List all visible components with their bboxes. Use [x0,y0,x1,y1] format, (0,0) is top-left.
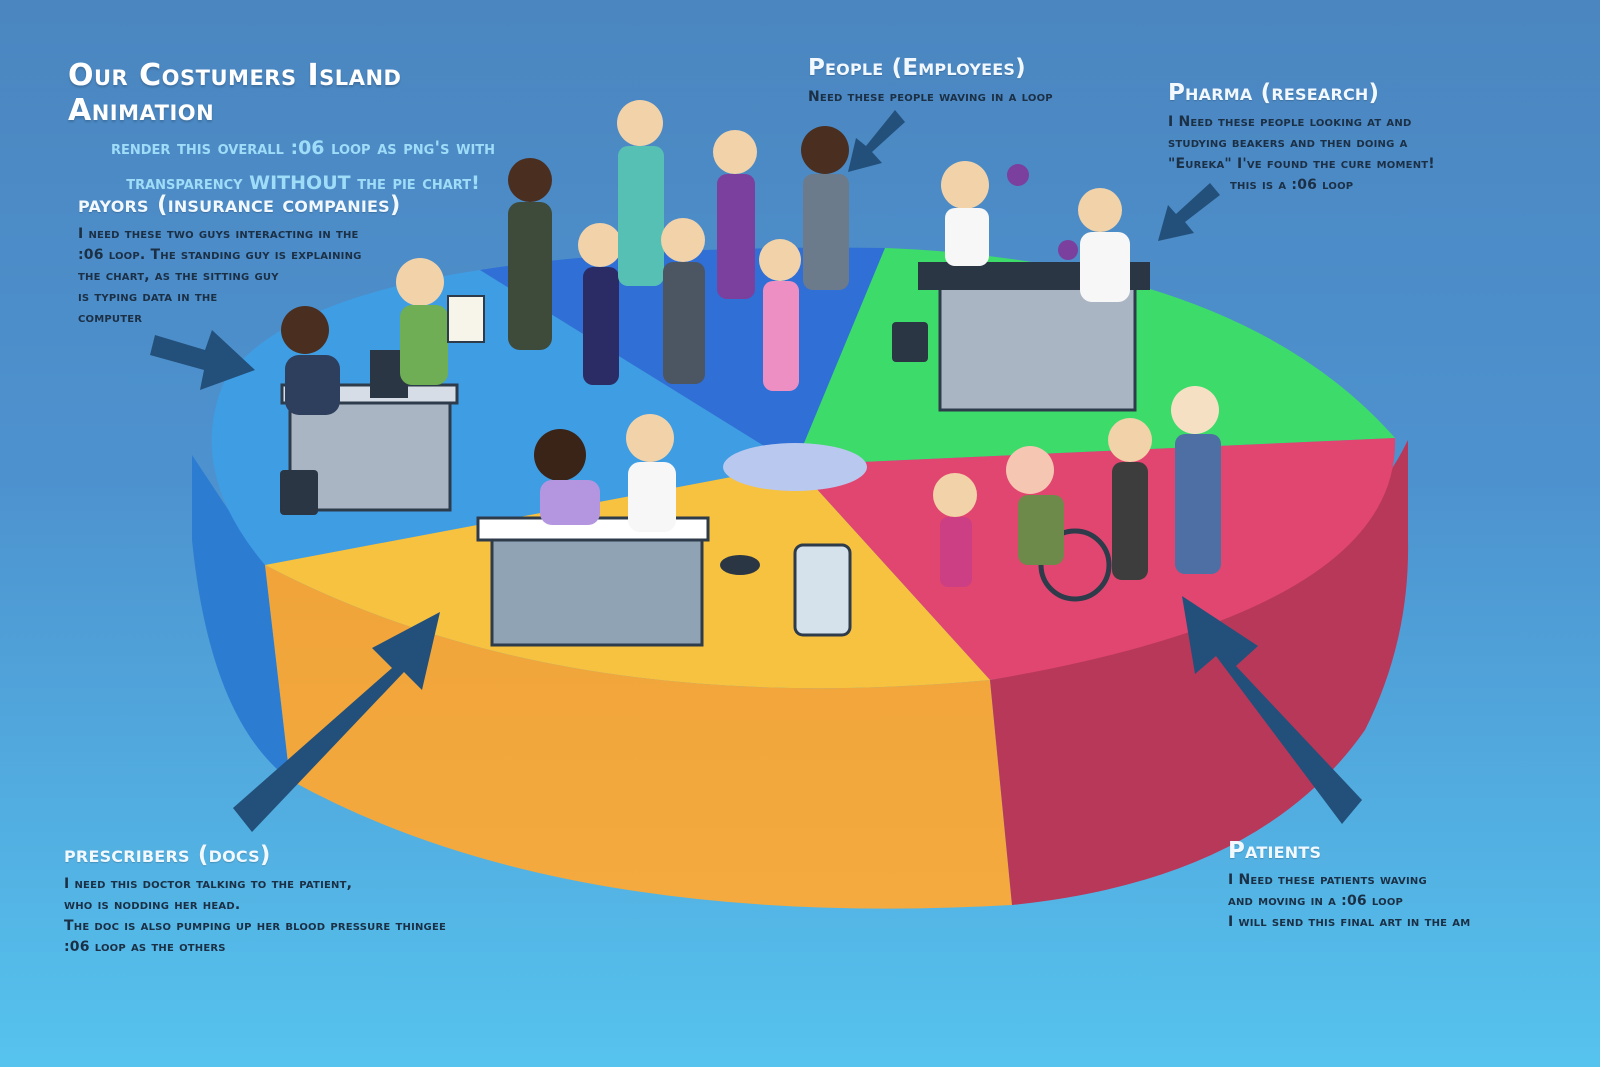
note-prescribers-line: The doc is also pumping up her blood pre… [64,918,447,934]
pie-side-yellow [265,565,1012,909]
note-payors-line: :06 loop. The standing guy is explaining [78,247,362,263]
arrow-people [848,110,905,172]
note-pharma-heading: Pharma (research) [1168,80,1380,106]
patient-teen-boy [1171,386,1221,574]
arrow-patients [1182,596,1362,824]
employee-man-vest [801,126,849,290]
pie-center-hole [723,443,867,491]
note-pharma-line: I Need these people looking at and [1168,114,1412,130]
prescribers-scene [476,414,852,647]
note-pharma: Pharma (research) I Need these people lo… [1168,80,1498,196]
payors-trash-can [280,470,318,515]
note-prescribers-line: I need this doctor talking to the patien… [64,876,353,892]
employee-man-green-suit [508,158,552,350]
employees-group [508,100,849,391]
note-prescribers-line: :06 loop as the others [64,939,226,955]
note-payors-line: I need these two guys interacting in the [78,226,359,242]
note-patients: Patients I Need these patients waving an… [1228,838,1528,933]
page-subtitle-line-2: transparency WITHOUT the pie chart! [126,172,480,194]
note-payors-line: computer [78,310,143,326]
header-block: Our Costumers Island Animation render th… [68,58,538,198]
note-pharma-line: studying beakers and then doing a [1168,135,1408,151]
pie-side-red [990,440,1409,905]
lab-beaker-held [1058,240,1078,260]
note-pharma-line: "Eureka" I've found the cure moment! [1168,156,1435,172]
note-payors-line: is typing data in the [78,289,218,305]
employee-man-teal-shirt [617,100,664,286]
note-payors-line: the chart, as the sitting guy [78,268,279,284]
patient-girl [933,473,977,587]
medical-cabinet [793,543,852,637]
page-title: Our Costumers Island Animation [68,58,402,128]
payors-sitting-guy-body [285,355,340,415]
lab-trash-can [892,322,928,362]
lab-old-scientist [1078,188,1130,302]
payors-paper [447,295,485,343]
patient-woman-on-table [534,429,600,525]
patient-woman-glasses [1108,418,1152,580]
arrow-payors [150,330,255,390]
arrows [150,110,1362,832]
note-people: People (Employees) Need these people wav… [808,55,1108,108]
arrow-prescribers [233,612,440,832]
lab-woman-scientist [941,161,989,266]
note-pharma-line: this is a :06 loop [1230,177,1354,193]
payors-standing-guy-body [400,305,448,385]
doctor-stool [720,555,760,575]
doctor [626,414,676,532]
note-prescribers: prescribers (docs) I need this doctor ta… [64,842,494,958]
pharma-lab [892,161,1150,412]
exam-table [490,533,704,647]
note-people-heading: People (Employees) [808,55,1026,81]
note-people-line: Need these people waving in a loop [808,89,1053,105]
note-payors: payors (insurance companies) I need thes… [78,192,408,329]
employee-woman-blonde [713,130,757,299]
page-subtitle-line-1: render this overall :06 loop as png's wi… [110,137,496,159]
patient-old-man-wheelchair [1006,446,1112,602]
employee-man-grey-suit [661,218,705,384]
note-prescribers-line: who is nodding her head. [64,897,241,913]
note-patients-line: I Need these patients waving [1228,872,1427,888]
note-prescribers-heading: prescribers (docs) [64,842,271,868]
note-patients-line: and moving in a :06 loop [1228,893,1404,909]
note-payors-heading: payors (insurance companies) [78,192,401,218]
arrow-pharma [1158,183,1220,241]
employee-woman-redhead [759,239,801,391]
note-patients-line: I will send this final art in the am [1228,914,1471,930]
note-patients-heading: Patients [1228,838,1322,864]
employee-woman-curly [578,223,622,385]
patients-group [933,386,1221,602]
payors-scene [280,258,485,515]
pie-side-blue [192,455,290,780]
lab-beaker-raised [1007,164,1029,186]
payors-sitting-guy-head [281,306,329,354]
payors-standing-guy-head [396,258,444,306]
